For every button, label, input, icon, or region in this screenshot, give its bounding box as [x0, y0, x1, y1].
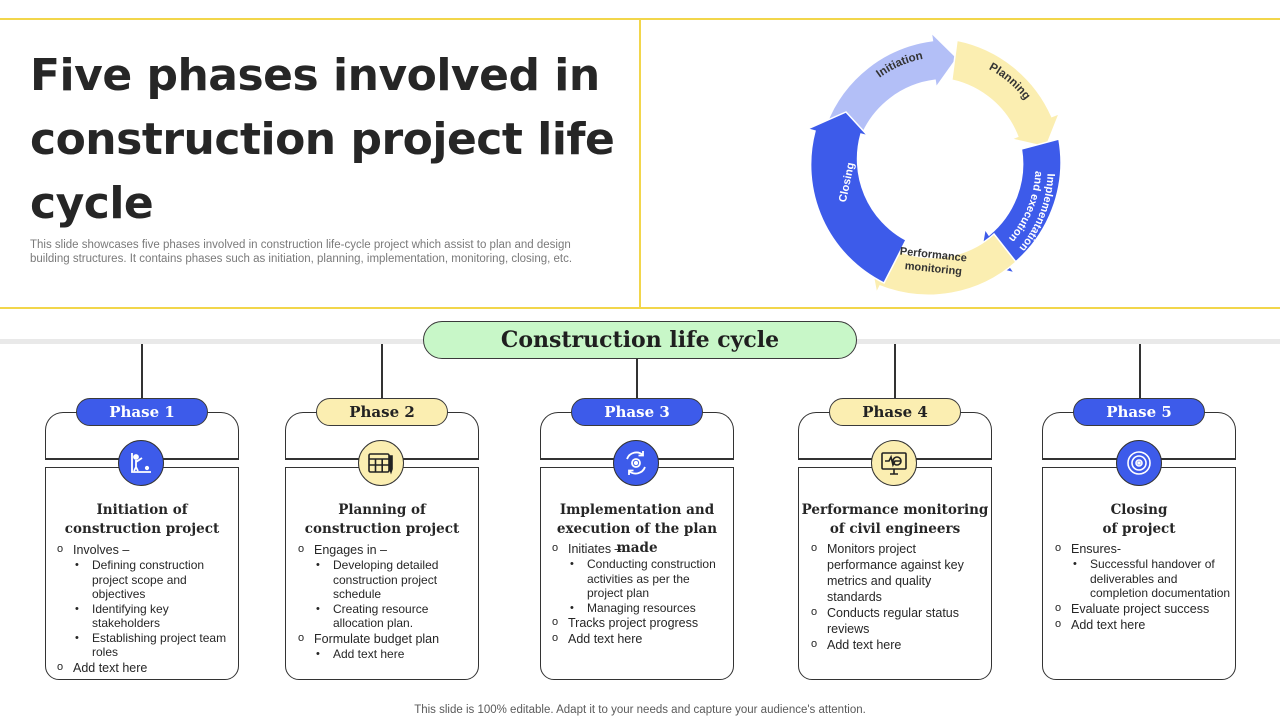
- list-item: Conducts regular status reviews: [808, 604, 986, 637]
- target-closing-icon: [1116, 440, 1162, 486]
- list-item: Engages in –: [295, 541, 475, 558]
- list-subitem: Defining construction project scope and …: [54, 558, 234, 602]
- list-subitem: Identifying key stakeholders: [54, 602, 234, 631]
- slide-description: This slide showcases five phases involve…: [30, 239, 573, 265]
- connector-5: [1139, 344, 1141, 398]
- list-subitem: Establishing project team roles: [54, 631, 234, 660]
- phase-badge: Phase 4: [829, 398, 961, 426]
- cycle-label-performance-2: monitoring: [904, 260, 962, 278]
- connector-4: [894, 344, 896, 398]
- list-item: Initiates –: [549, 540, 729, 557]
- list-item: Add text here: [549, 630, 729, 647]
- phase-details: Monitors project performance against key…: [808, 540, 986, 653]
- life-cycle-header: Construction life cycle: [423, 321, 857, 359]
- list-item: Add text here: [54, 659, 234, 676]
- list-item: Involves –: [54, 541, 234, 558]
- list-subitem: Creating resource allocation plan.: [295, 602, 475, 631]
- calendar-planning-icon: [358, 440, 404, 486]
- monitor-performance-icon: [871, 440, 917, 486]
- phase-badge: Phase 1: [76, 398, 208, 426]
- cycle-segment-initiation: [825, 30, 958, 138]
- list-item: Evaluate project success: [1052, 600, 1232, 617]
- phase-badge: Phase 2: [316, 398, 448, 426]
- list-item: Ensures-: [1052, 540, 1232, 557]
- life-cycle-diagram: Initiation Planning Implementation and e…: [805, 30, 1062, 296]
- phase-details: Involves – Defining construction project…: [54, 541, 234, 676]
- list-subitem: Managing resources: [549, 601, 729, 616]
- connector-2: [381, 344, 383, 398]
- footer-note: This slide is 100% editable. Adapt it to…: [414, 704, 866, 716]
- phase-badge: Phase 3: [571, 398, 703, 426]
- list-subitem: Successful handover of deliverables and …: [1052, 557, 1232, 601]
- phase-details: Initiates – Conducting construction acti…: [549, 540, 729, 647]
- cycle-segment-planning: [950, 39, 1061, 148]
- phase-details: Ensures- Successful handover of delivera…: [1052, 540, 1232, 633]
- list-item: Tracks project progress: [549, 614, 729, 631]
- gear-cycle-icon: [613, 440, 659, 486]
- list-subitem: Developing detailed construction project…: [295, 558, 475, 602]
- list-item: Add text here: [808, 636, 986, 653]
- connector-1: [141, 344, 143, 398]
- list-subitem: Conducting construction activities as pe…: [549, 557, 729, 601]
- phase-badge: Phase 5: [1073, 398, 1205, 426]
- list-subitem: Add text here: [295, 647, 475, 662]
- list-item: Monitors project performance against key…: [808, 540, 986, 605]
- cycle-segment-closing: [805, 111, 908, 285]
- list-item: Formulate budget plan: [295, 630, 475, 647]
- cycle-segment-performance: [869, 232, 1018, 296]
- list-item: Add text here: [1052, 616, 1232, 633]
- person-pointing-chart-icon: [118, 440, 164, 486]
- phase-details: Engages in – Developing detailed constru…: [295, 541, 475, 662]
- vertical-divider: [639, 18, 641, 309]
- page-title: Five phases involved in construction pro…: [30, 50, 615, 229]
- connector-3: [636, 359, 638, 398]
